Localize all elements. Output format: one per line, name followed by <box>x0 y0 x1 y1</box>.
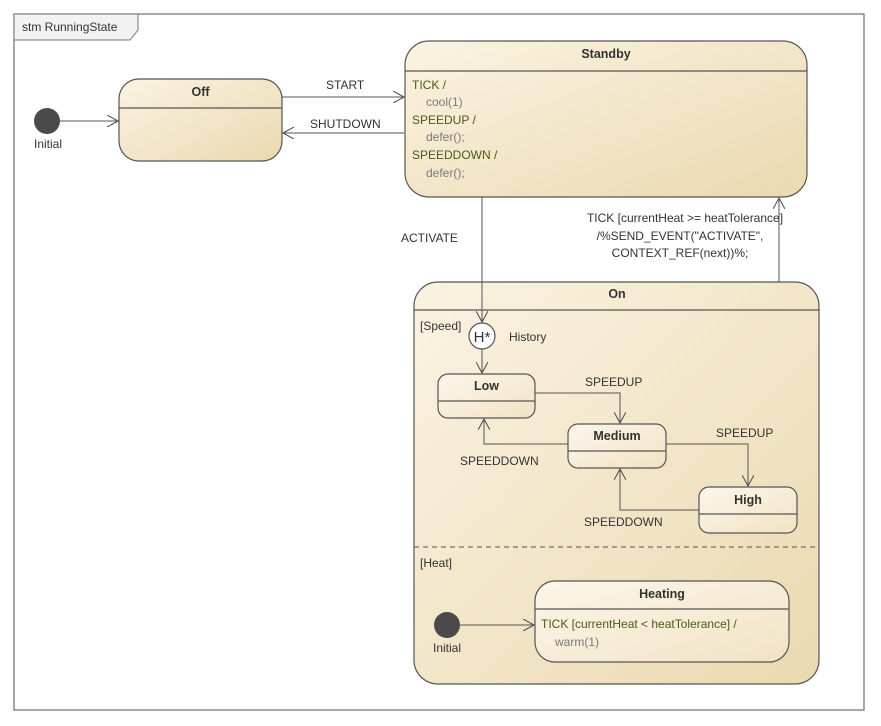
initial-top-label: Initial <box>34 137 62 151</box>
state-low[interactable]: Low <box>437 373 536 419</box>
transition-low-speedup-label: SPEEDUP <box>585 375 642 389</box>
transition-tick-guard-line: /%SEND_EVENT("ACTIVATE", <box>597 229 764 243</box>
standby-behavior-trigger: SPEEDUP / <box>412 113 476 127</box>
state-heating[interactable]: Heating TICK [currentHeat < heatToleranc… <box>534 580 790 663</box>
heating-behavior-action: warm(1) <box>554 635 599 649</box>
transition-activate-label: ACTIVATE <box>401 231 458 245</box>
standby-behavior-action: cool(1) <box>426 95 463 109</box>
transition-shutdown-label: SHUTDOWN <box>310 117 381 131</box>
state-standby[interactable]: Standby TICK / cool(1) SPEEDUP / defer()… <box>404 40 808 198</box>
state-medium[interactable]: Medium <box>567 423 667 469</box>
state-off-name: Off <box>191 85 210 99</box>
standby-behavior-action: defer(); <box>426 166 465 180</box>
state-off[interactable]: Off <box>118 78 283 162</box>
standby-behavior-trigger: TICK / <box>412 78 447 92</box>
region-speed-label: [Speed] <box>420 319 461 333</box>
transition-medium-speedup[interactable] <box>666 443 748 486</box>
state-standby-name: Standby <box>581 47 630 61</box>
transition-high-speeddown-label: SPEEDDOWN <box>584 515 663 529</box>
transition-tick-guard-line: TICK [currentHeat >= heatTolerance] <box>587 211 783 225</box>
state-low-name: Low <box>474 379 499 393</box>
history-symbol: H* <box>474 329 491 346</box>
state-heating-name: Heating <box>639 587 685 601</box>
state-high-name: High <box>734 493 762 507</box>
transition-medium-speedup-label: SPEEDUP <box>716 426 773 440</box>
state-on-name: On <box>608 287 625 301</box>
heating-behavior-trigger: TICK [currentHeat < heatTolerance] / <box>541 617 737 631</box>
state-high[interactable]: High <box>698 486 798 534</box>
standby-behavior-trigger: SPEEDDOWN / <box>412 148 498 162</box>
state-medium-name: Medium <box>593 429 640 443</box>
initial-heat-label: Initial <box>433 641 461 655</box>
standby-behavior-action: defer(); <box>426 130 465 144</box>
frame-label: stm RunningState <box>22 20 118 34</box>
transition-medium-speeddown[interactable] <box>484 419 568 445</box>
transition-start-label: START <box>326 78 365 92</box>
history-label: History <box>509 330 546 344</box>
transition-tick-guard-line: CONTEXT_REF(next))%; <box>612 246 749 260</box>
region-heat-label: [Heat] <box>420 556 452 570</box>
transition-medium-speeddown-label: SPEEDDOWN <box>460 454 539 468</box>
transition-low-speedup[interactable] <box>535 392 620 423</box>
transition-high-speeddown[interactable] <box>620 469 699 511</box>
initial-pseudostate-heat[interactable]: Initial <box>433 612 461 655</box>
initial-pseudostate-top[interactable]: Initial <box>34 108 62 151</box>
